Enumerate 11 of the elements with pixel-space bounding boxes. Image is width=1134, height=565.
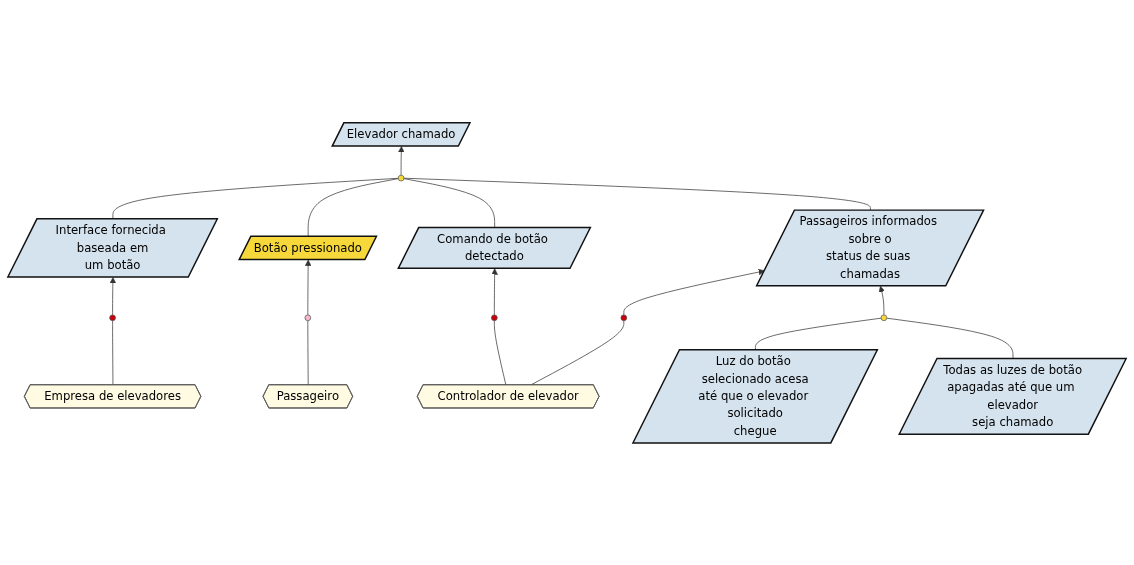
connector: [493, 319, 507, 386]
node-circle: [491, 314, 498, 321]
connector: [886, 317, 1014, 359]
connector: [307, 319, 309, 386]
node-circle: [397, 174, 405, 181]
connector: [112, 319, 114, 386]
node-circle: [880, 314, 888, 321]
connector: [403, 177, 496, 228]
node-circle: [109, 314, 116, 321]
node-circle: [620, 314, 628, 321]
node-circle: [304, 314, 312, 321]
